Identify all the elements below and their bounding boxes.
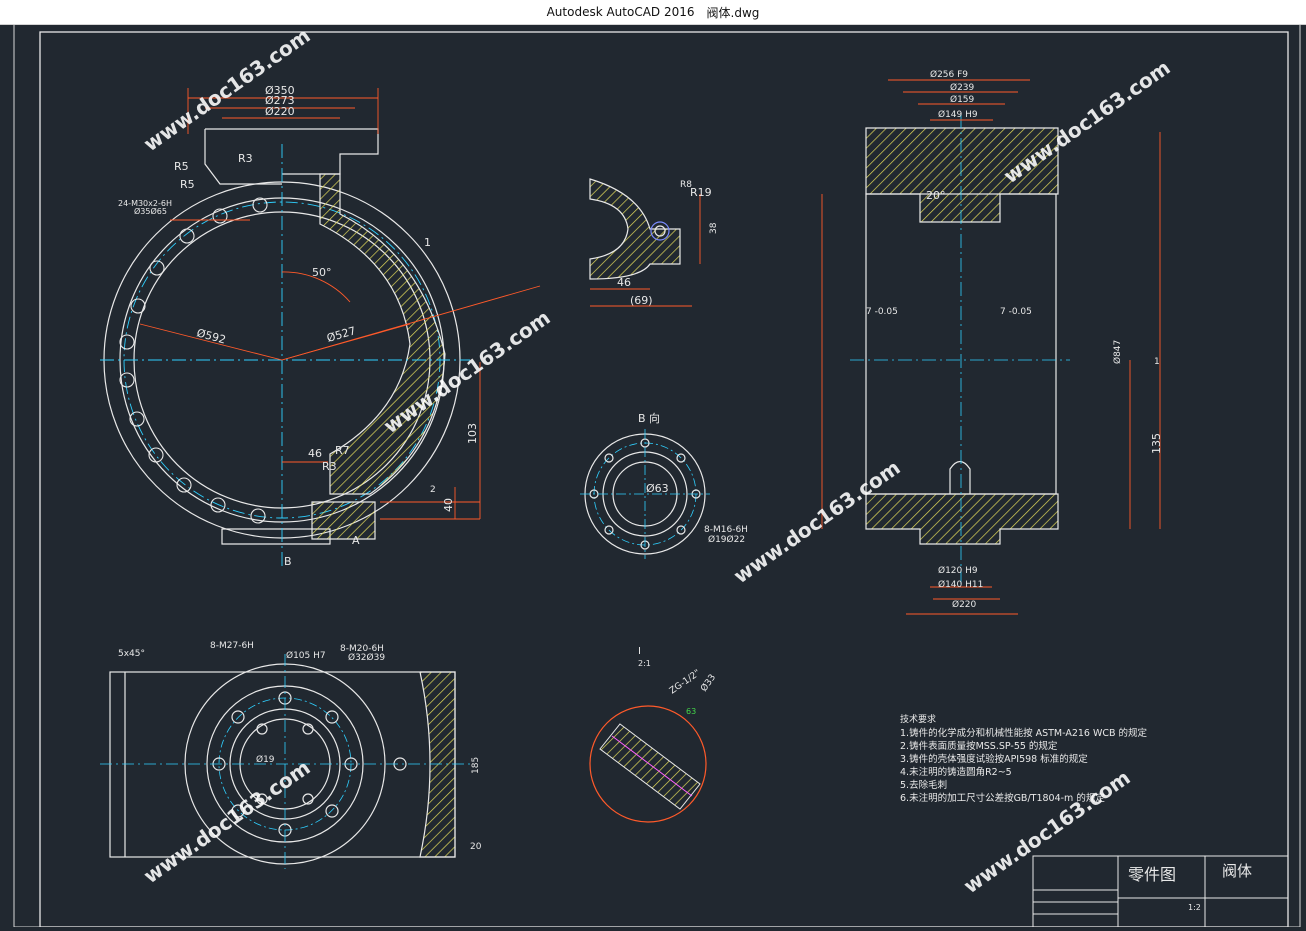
svg-text:R3: R3 [322, 460, 337, 473]
svg-text:Ø256 F9: Ø256 F9 [930, 69, 968, 80]
file-name: 阀体.dwg [706, 5, 760, 20]
top-neck-left [204, 129, 282, 185]
svg-text:Ø35Ø65: Ø35Ø65 [134, 206, 167, 216]
svg-text:Ø527: Ø527 [325, 324, 357, 345]
front-dimension-texts: Ø350 Ø273 Ø220 R5 R3 R5 24-M30x2-6H Ø35Ø… [118, 84, 479, 568]
svg-text:Ø239: Ø239 [950, 82, 975, 93]
svg-text:B: B [284, 555, 292, 568]
svg-text:4.未注明的铸造圆角R2~5: 4.未注明的铸造圆角R2~5 [900, 766, 1012, 778]
svg-text:Ø149 H9: Ø149 H9 [938, 109, 978, 120]
svg-text:135: 135 [1150, 433, 1163, 454]
bottom-hatch [311, 501, 376, 540]
right-section-dims [821, 79, 1161, 615]
svg-text:20°: 20° [926, 189, 946, 202]
svg-text:R19: R19 [690, 186, 712, 199]
svg-text:Ø105 H7: Ø105 H7 [286, 650, 326, 661]
drawing-svg[interactable]: Ø350 Ø273 Ø220 R5 R3 R5 24-M30x2-6H Ø35Ø… [0, 23, 1306, 928]
window-title-bar: Autodesk AutoCAD 2016 阀体.dwg [0, 0, 1306, 25]
svg-text:1: 1 [424, 236, 431, 249]
svg-text:Ø847: Ø847 [1112, 340, 1123, 364]
svg-text:R7: R7 [335, 444, 350, 457]
top-view-centerlines [100, 654, 470, 869]
svg-text:46: 46 [617, 276, 631, 289]
svg-text:1:2: 1:2 [1188, 903, 1201, 912]
detail-section [589, 178, 681, 280]
svg-text:Ø32Ø39: Ø32Ø39 [348, 652, 385, 663]
front-dimension-lines [139, 88, 541, 520]
svg-text:www.doc163.com: www.doc163.com [959, 765, 1135, 898]
svg-text:R5: R5 [180, 178, 195, 191]
svg-text:Ø120 H9: Ø120 H9 [938, 565, 978, 576]
technical-notes: 技术要求 1.铸件的化学成分和机械性能按 ASTM-A216 WCB 的规定 2… [900, 713, 1148, 804]
svg-text:www.doc163.com: www.doc163.com [999, 55, 1175, 188]
detail-section-dims [590, 194, 701, 307]
svg-text:A: A [352, 534, 360, 547]
svg-text:1: 1 [1154, 357, 1160, 367]
svg-text:63: 63 [686, 707, 696, 716]
title-block-texts: 零件图 阀体 1:2 [1128, 862, 1252, 912]
svg-text:ZG-1/2": ZG-1/2" [668, 668, 702, 696]
svg-text:7 -0.05: 7 -0.05 [1000, 307, 1032, 317]
svg-text:Ø159: Ø159 [950, 94, 975, 105]
svg-text:阀体: 阀体 [1222, 862, 1252, 880]
bottom-foot [221, 528, 331, 545]
svg-text:2: 2 [430, 485, 436, 495]
svg-text:3.铸件的壳体强度试验按API598 标准的规定: 3.铸件的壳体强度试验按API598 标准的规定 [900, 753, 1088, 765]
svg-text:24-M30x2-6H: 24-M30x2-6H [118, 199, 172, 208]
svg-text:8-M27-6H: 8-M27-6H [210, 641, 254, 651]
front-bolt-holes [119, 197, 268, 524]
svg-text:Ø19Ø22: Ø19Ø22 [708, 534, 745, 545]
view-b-centerlines [580, 429, 710, 559]
detail-i [589, 705, 707, 823]
svg-text:50°: 50° [312, 266, 332, 279]
svg-text:38: 38 [709, 222, 719, 234]
svg-text:零件图: 零件图 [1128, 865, 1176, 884]
svg-text:20: 20 [470, 842, 482, 852]
detail-section-texts: R8 R19 46 (69) 38 [617, 180, 719, 307]
svg-text:www.doc163.com: www.doc163.com [139, 755, 315, 888]
svg-text:6.未注明的加工尺寸公差按GB/T1804-m 的规定: 6.未注明的加工尺寸公差按GB/T1804-m 的规定 [900, 792, 1105, 804]
svg-text:8-M20-6H: 8-M20-6H [340, 644, 384, 654]
top-view-texts: 8-M27-6H Ø105 H7 8-M20-6H Ø32Ø39 5x45° Ø… [118, 641, 482, 852]
svg-text:R8: R8 [680, 180, 692, 190]
svg-text:46: 46 [308, 447, 322, 460]
svg-text:Ø220: Ø220 [265, 105, 295, 118]
right-section-texts: Ø256 F9 Ø239 Ø159 Ø149 H9 20° 7 -0.05 7 … [866, 69, 1163, 610]
svg-text:I: I [638, 646, 641, 657]
svg-text:2.铸件表面质量按MSS.SP-55 的规定: 2.铸件表面质量按MSS.SP-55 的规定 [900, 740, 1058, 752]
svg-text:5x45°: 5x45° [118, 649, 145, 659]
right-section-centerlines [850, 114, 1070, 584]
svg-text:R5: R5 [174, 160, 189, 173]
front-centerlines [100, 144, 470, 569]
view-b-texts: B 向 Ø63 8-M16-6H Ø19Ø22 [638, 411, 748, 545]
svg-text:Ø220: Ø220 [952, 599, 977, 610]
svg-text:(69): (69) [630, 294, 653, 307]
svg-text:5.去除毛刺: 5.去除毛刺 [900, 779, 947, 791]
svg-text:8-M16-6H: 8-M16-6H [704, 525, 748, 535]
svg-text:7 -0.05: 7 -0.05 [866, 307, 898, 317]
svg-text:Ø63: Ø63 [646, 482, 669, 495]
svg-text:103: 103 [466, 423, 479, 444]
svg-text:Ø140 H11: Ø140 H11 [938, 579, 983, 590]
svg-text:2:1: 2:1 [638, 659, 651, 668]
app-title: Autodesk AutoCAD 2016 [546, 5, 695, 19]
svg-text:40: 40 [442, 498, 455, 512]
svg-text:技术要求: 技术要求 [900, 713, 936, 725]
drawing-canvas[interactable]: Ø350 Ø273 Ø220 R5 R3 R5 24-M30x2-6H Ø35Ø… [0, 23, 1306, 928]
svg-text:185: 185 [471, 757, 481, 774]
svg-text:1.铸件的化学成分和机械性能按 ASTM-A216 WCB: 1.铸件的化学成分和机械性能按 ASTM-A216 WCB 的规定 [900, 727, 1148, 739]
svg-text:B 向: B 向 [638, 411, 660, 425]
svg-text:Ø350: Ø350 [265, 84, 295, 97]
svg-text:Ø273: Ø273 [265, 94, 295, 107]
body-wall-hatch [319, 173, 446, 495]
svg-text:R3: R3 [238, 152, 253, 165]
top-neck [205, 128, 379, 175]
svg-text:Ø592: Ø592 [195, 326, 227, 346]
svg-text:Ø19: Ø19 [256, 754, 275, 765]
